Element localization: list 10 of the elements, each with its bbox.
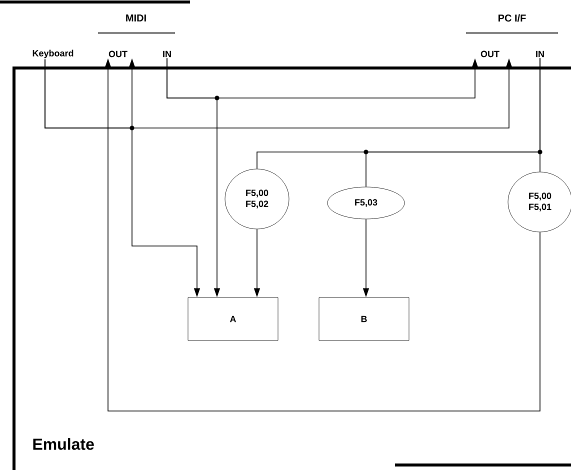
block-box: A xyxy=(188,297,278,341)
port-label: IN xyxy=(534,50,546,58)
title-label: Emulate xyxy=(33,438,94,450)
block-box: B xyxy=(318,297,410,341)
port-label: OUT xyxy=(108,50,128,58)
heading-label: PC I/F xyxy=(498,14,526,22)
port-label: IN xyxy=(162,50,172,58)
keyboard-label: Keyboard xyxy=(31,48,75,60)
heading-label: MIDI xyxy=(126,14,146,22)
port-label: OUT xyxy=(480,50,500,58)
